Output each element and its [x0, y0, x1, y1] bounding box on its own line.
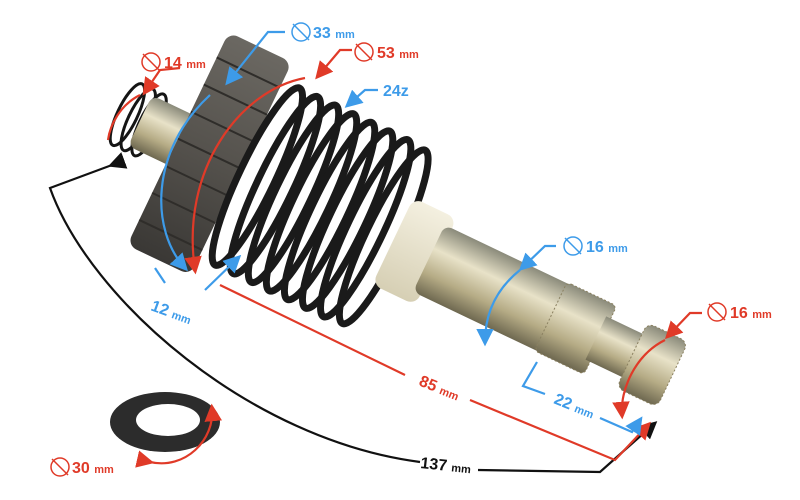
label-washer-diameter: 30 mm: [50, 457, 114, 477]
diameter-icon: [354, 42, 374, 62]
spline-diameter-arc: [612, 339, 666, 420]
label-shaft-diameter: 16 mm: [563, 236, 628, 256]
diameter-icon: [141, 52, 161, 72]
bushing: [375, 201, 454, 302]
diameter-icon: [563, 236, 583, 256]
hub-diameter-arc: [160, 94, 211, 272]
svg-text:16 mm: 16 mm: [586, 239, 628, 256]
svg-text:30 mm: 30 mm: [72, 460, 114, 477]
label-gear-width: 12 mm: [149, 298, 194, 328]
label-gear-diameter: 53 mm: [354, 42, 419, 62]
hub-diameter-line: [225, 30, 285, 86]
spline-length-line: [521, 361, 640, 432]
label-hub-diameter: 33 mm: [291, 22, 355, 42]
label-total-length: 137 mm: [420, 455, 472, 477]
gear-width-line: [154, 258, 238, 291]
svg-text:14 mm: 14 mm: [164, 55, 206, 72]
end-spline: [618, 324, 686, 405]
washer-diameter-arc: [135, 403, 222, 468]
diameter-icon: [707, 302, 727, 322]
shaft-diameter-arc: [476, 269, 521, 347]
diameter-icon: [291, 22, 311, 42]
label-gear-to-end-length: 85 mm: [417, 373, 462, 405]
shaft-diameter-line: [518, 244, 556, 272]
spring-diameter-line: [142, 66, 181, 96]
gear-diameter-arc: [184, 76, 306, 275]
washer: [110, 392, 220, 452]
spring-diameter-arc: [106, 94, 141, 141]
spline-diameter-line: [664, 311, 702, 340]
svg-text:33 mm: 33 mm: [313, 25, 355, 42]
teeth-line: [344, 88, 378, 108]
diameter-icon: [50, 457, 70, 477]
label-gear-teeth: 24z: [383, 83, 409, 100]
gear-diameter-line: [315, 48, 352, 80]
shaft: [415, 227, 578, 354]
kickstart-shaft: [108, 35, 686, 405]
label-spline-length: 22 mm: [552, 391, 597, 423]
svg-text:16 mm: 16 mm: [730, 305, 772, 322]
gear-to-end-line: [219, 284, 648, 462]
svg-text:53 mm: 53 mm: [377, 45, 419, 62]
label-spline-diameter: 16 mm: [707, 302, 772, 322]
total-length-line: [48, 152, 421, 464]
label-spring-diameter: 14 mm: [141, 52, 206, 72]
main-spring: [208, 84, 432, 328]
